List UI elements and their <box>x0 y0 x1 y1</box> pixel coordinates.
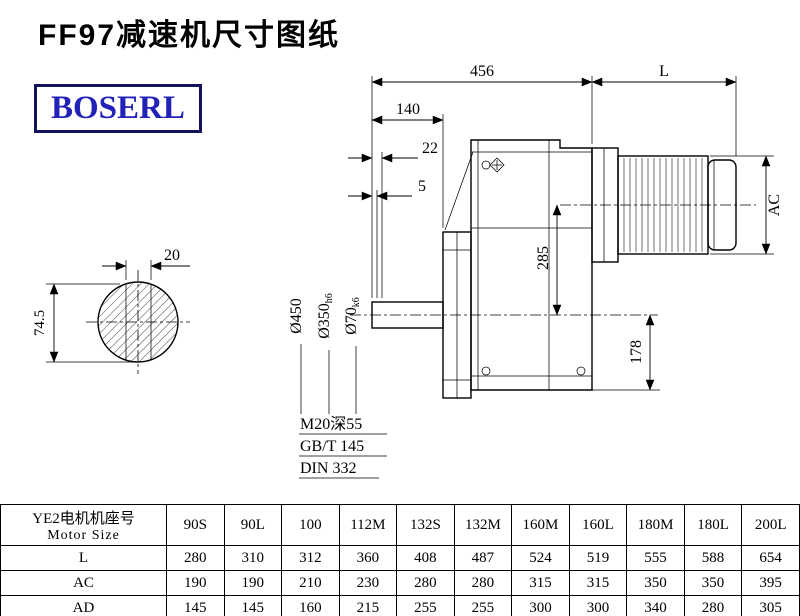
shaft-cross-section-view: 20 74.5 <box>32 247 190 374</box>
size-col: 100 <box>281 504 340 546</box>
dia70-tolerance: k6 <box>351 297 362 307</box>
table-cell: 312 <box>281 545 340 571</box>
dia70-main: Ø70 <box>343 307 360 335</box>
note-gbt-label: GB/T 145 <box>300 438 364 455</box>
row-label: AC <box>0 570 167 596</box>
table-cell: 340 <box>626 595 685 616</box>
size-col: 180L <box>683 504 743 546</box>
table-cell: 395 <box>741 570 800 596</box>
dim-140-label: 140 <box>396 101 420 118</box>
table-cell: 305 <box>741 595 800 616</box>
fan-cover <box>707 159 737 251</box>
table-cell: 215 <box>338 595 398 616</box>
header-chinese: YE2电机机座号 <box>32 510 135 527</box>
table-cell: 487 <box>453 545 513 571</box>
table-cell: 160 <box>281 595 340 616</box>
table-cell: 588 <box>683 545 743 571</box>
note-tap-label: M20深55 <box>300 415 362 433</box>
table-cell: 190 <box>223 570 283 596</box>
table-cell: 280 <box>453 570 513 596</box>
gear-housing <box>470 139 593 391</box>
table-cell: 315 <box>511 570 570 596</box>
motor <box>591 147 737 263</box>
table-cell: 255 <box>453 595 513 616</box>
dim-74-5-label: 74.5 <box>32 310 48 336</box>
table-cell: 255 <box>396 595 455 616</box>
note-din-label: DIN 332 <box>300 460 356 477</box>
table-cell: 315 <box>568 570 628 596</box>
size-col: 132M <box>453 504 513 546</box>
size-col: 160M <box>511 504 570 546</box>
dim-178-label: 178 <box>628 340 645 364</box>
table-cell: 350 <box>683 570 743 596</box>
row-label: L <box>0 545 167 571</box>
table-cell: 230 <box>338 570 398 596</box>
table-cell: 654 <box>741 545 800 571</box>
gearbox-main-view <box>350 139 756 399</box>
motor-size-header-cell: YE2电机机座号 Motor Size <box>0 504 167 546</box>
table-cell: 190 <box>166 570 225 596</box>
table-cell: 524 <box>511 545 570 571</box>
dim-20-label: 20 <box>164 247 180 264</box>
motor-size-table: YE2电机机座号 Motor Size 90S 90L 100 112M 132… <box>0 504 800 616</box>
size-col: 180M <box>626 504 685 546</box>
dim-5-label: 5 <box>418 178 426 195</box>
row-label: AD <box>0 595 167 616</box>
table-row-L: L 280 310 312 360 408 487 524 519 555 58… <box>0 545 800 571</box>
dim-L-label: L <box>659 63 669 80</box>
dim-dia70k6-label: Ø70k6 <box>343 297 362 335</box>
dim-dia450-label: Ø450 <box>288 298 305 334</box>
dim-285-label: 285 <box>535 246 552 270</box>
table-cell: 310 <box>223 545 283 571</box>
table-cell: 280 <box>683 595 743 616</box>
table-cell: 519 <box>568 545 628 571</box>
dim-456-label: 456 <box>470 63 494 80</box>
table-row-AD: AD 145 145 160 215 255 255 300 300 340 2… <box>0 595 800 616</box>
size-col: 132S <box>396 504 455 546</box>
dimension-annotations: 456 L 140 22 5 AC 285 178 <box>288 63 783 479</box>
page-title: FF97减速机尺寸图纸 <box>38 19 341 52</box>
dia350-main: Ø350 <box>316 303 333 339</box>
boserl-logo: BOSERL <box>34 84 202 134</box>
dim-22-label: 22 <box>422 140 438 157</box>
header-english: Motor Size <box>47 527 120 543</box>
size-col: 160L <box>568 504 628 546</box>
table-cell: 145 <box>166 595 225 616</box>
table-cell: 280 <box>396 570 455 596</box>
size-col: 90S <box>166 504 225 546</box>
table-cell: 555 <box>626 545 685 571</box>
dim-AC-label: AC <box>766 194 783 216</box>
table-header-row: YE2电机机座号 Motor Size 90S 90L 100 112M 132… <box>0 504 800 546</box>
table-cell: 350 <box>626 570 685 596</box>
dia350-tolerance: h6 <box>324 293 335 303</box>
table-cell: 300 <box>568 595 628 616</box>
table-cell: 300 <box>511 595 570 616</box>
table-cell: 360 <box>338 545 398 571</box>
size-col: 200L <box>741 504 800 546</box>
table-cell: 145 <box>223 595 283 616</box>
size-col: 112M <box>338 504 398 546</box>
table-row-AC: AC 190 190 210 230 280 280 315 315 350 3… <box>0 570 800 596</box>
dimension-drawing: 20 74.5 <box>32 63 783 479</box>
dim-dia350h6-label: Ø350h6 <box>316 293 335 339</box>
size-col: 90L <box>223 504 283 546</box>
table-cell: 210 <box>281 570 340 596</box>
table-cell: 408 <box>396 545 455 571</box>
table-cell: 280 <box>166 545 225 571</box>
